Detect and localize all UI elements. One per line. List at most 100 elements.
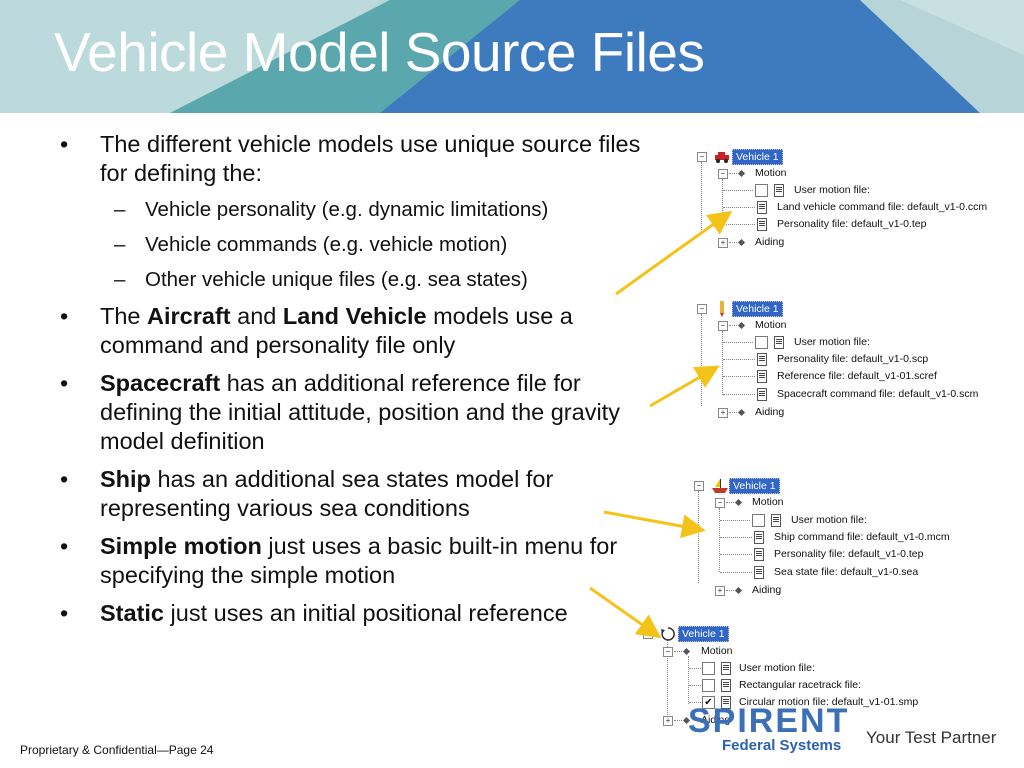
bullet-text-part: just uses a basic built-in menu for spec…	[100, 533, 618, 588]
tree-root-label[interactable]: Vehicle 1	[678, 626, 729, 642]
expand-icon[interactable]: +	[715, 586, 725, 596]
tree-file-label[interactable]: Circular motion file: default_v1-01.smp	[739, 696, 919, 708]
tree-root-label[interactable]: Vehicle 1	[732, 149, 783, 165]
tree-node-aiding[interactable]: Aiding	[752, 584, 782, 596]
sub-bullet-item: –Vehicle personality (e.g. dynamic limit…	[114, 198, 549, 221]
tree-node-motion[interactable]: Motion	[755, 167, 787, 179]
bullet-text-part: The	[100, 303, 148, 329]
collapse-icon[interactable]: −	[694, 481, 704, 491]
tree-file-label[interactable]: Personality file: default_v1-0.tep	[774, 548, 924, 560]
page-title: Vehicle Model Source Files	[54, 21, 705, 83]
expand-icon[interactable]: +	[718, 238, 728, 248]
bullet-item: • Static just uses an initial positional…	[60, 600, 568, 626]
tree-simple-motion: − Vehicle 1 − Motion User motion file: R…	[643, 626, 983, 730]
bullet-text: The different vehicle models use unique …	[100, 131, 641, 186]
tree-file-label[interactable]: Land vehicle command file: default_v1-0.…	[777, 201, 988, 213]
car-icon	[715, 152, 729, 163]
banner-background	[0, 0, 1024, 113]
bullet-item: • Simple motion just uses a basic built-…	[60, 533, 618, 588]
file-checkbox[interactable]	[702, 662, 715, 675]
tree-file-label[interactable]: User motion file:	[791, 514, 867, 526]
tree-file-label[interactable]: Personality file: default_v1-0.tep	[777, 218, 927, 230]
bullet-text-part: and	[230, 303, 283, 329]
file-icon	[757, 218, 767, 231]
tree-file-label[interactable]: Rectangular racetrack file:	[739, 679, 861, 691]
file-icon	[757, 370, 767, 383]
circular-motion-icon	[661, 627, 675, 641]
tree-file-label[interactable]: Reference file: default_v1-01.scref	[777, 370, 937, 382]
tree-file-label[interactable]: Ship command file: default_v1-0.mcm	[774, 531, 950, 543]
footer-text: Proprietary & Confidential—Page 24	[20, 743, 214, 757]
arrow-2	[649, 365, 720, 408]
tree-node-aiding[interactable]: Aiding	[755, 236, 785, 248]
file-icon	[774, 184, 784, 197]
collapse-icon[interactable]: −	[718, 169, 728, 179]
file-icon	[774, 336, 784, 349]
expand-icon[interactable]: +	[718, 408, 728, 418]
file-checkbox[interactable]	[702, 679, 715, 692]
tree-file-label[interactable]: User motion file:	[739, 662, 815, 674]
file-icon	[754, 548, 764, 561]
bullet-list: • The different vehicle models use uniqu…	[60, 130, 660, 637]
spirent-logo: SPIRENT	[688, 708, 850, 734]
logo-subtitle: Federal Systems	[722, 737, 842, 754]
sub-bullet-text: Vehicle commands (e.g. vehicle motion)	[145, 233, 508, 256]
collapse-icon[interactable]: −	[663, 647, 673, 657]
tree-ship: − Vehicle 1 − Motion User motion file: S…	[694, 478, 1014, 598]
bullet-item: • Spacecraft has an additional reference…	[60, 370, 620, 454]
tree-file-label[interactable]: Spacecraft command file: default_v1-0.sc…	[777, 388, 979, 400]
tree-node-motion[interactable]: Motion	[755, 319, 787, 331]
file-checkbox[interactable]	[752, 514, 765, 527]
file-checkbox-checked[interactable]: ✔	[702, 696, 715, 709]
tree-land-vehicle: − Vehicle 1 − Motion User motion file: L…	[697, 149, 1017, 251]
bullet-text-part: just uses an initial positional referenc…	[164, 600, 568, 626]
collapse-icon[interactable]: −	[718, 321, 728, 331]
bullet-bold-term: Simple motion	[100, 533, 262, 559]
sub-bullet-list: –Vehicle personality (e.g. dynamic limit…	[60, 197, 660, 293]
rocket-icon	[720, 301, 724, 317]
bullet-item: • The different vehicle models use uniqu…	[60, 130, 660, 188]
tree-node-motion[interactable]: Motion	[752, 496, 784, 508]
file-icon	[721, 662, 731, 675]
tree-root-label[interactable]: Vehicle 1	[732, 301, 783, 317]
sub-bullet-item: –Vehicle commands (e.g. vehicle motion)	[114, 233, 508, 256]
tree-node-motion[interactable]: Motion	[701, 645, 733, 657]
tree-node-aiding[interactable]: Aiding	[755, 406, 785, 418]
tree-file-label[interactable]: User motion file:	[794, 184, 870, 196]
file-icon	[721, 679, 731, 692]
bullet-text-part: models use a command and personality fil…	[100, 303, 573, 358]
bullet-item: • Ship has an additional sea states mode…	[60, 466, 554, 521]
bullet-bold-term: Ship	[100, 466, 151, 492]
file-icon	[757, 388, 767, 401]
bullet-bold-term: Spacecraft	[100, 370, 221, 396]
tagline: Your Test Partner	[866, 728, 997, 747]
expand-icon[interactable]: +	[663, 716, 673, 726]
bullet-dot: •	[60, 131, 69, 157]
sub-bullet-text: Other vehicle unique files (e.g. sea sta…	[145, 268, 528, 291]
tree-file-label[interactable]: Sea state file: default_v1-0.sea	[774, 566, 919, 578]
tree-root-label[interactable]: Vehicle 1	[729, 478, 780, 494]
file-icon	[757, 201, 767, 214]
tree-file-label[interactable]: User motion file:	[794, 336, 870, 348]
bullet-bold-term: Land Vehicle	[282, 303, 427, 329]
arrow-1	[615, 210, 733, 296]
arrow-3	[603, 510, 706, 539]
sub-bullet-item: –Other vehicle unique files (e.g. sea st…	[114, 268, 528, 291]
file-checkbox[interactable]	[755, 336, 768, 349]
bullet-text-part: has an additional reference file for def…	[100, 370, 620, 454]
collapse-icon[interactable]: −	[715, 498, 725, 508]
tree-node-aiding[interactable]: Aiding	[701, 714, 731, 726]
ship-icon	[712, 479, 728, 493]
sub-bullet-text: Vehicle personality (e.g. dynamic limita…	[145, 198, 549, 221]
file-icon	[757, 353, 767, 366]
collapse-icon[interactable]: −	[697, 152, 707, 162]
bullet-bold-term: Aircraft	[147, 303, 231, 329]
file-icon	[754, 566, 764, 579]
tree-file-label[interactable]: Personality file: default_v1-0.scp	[777, 353, 929, 365]
file-icon	[754, 531, 764, 544]
bullet-item: • The Aircraft and Land Vehicle models u…	[60, 303, 573, 358]
collapse-icon[interactable]: −	[697, 304, 707, 314]
title-banner: Vehicle Model Source Files	[0, 0, 1024, 113]
file-checkbox[interactable]	[755, 184, 768, 197]
